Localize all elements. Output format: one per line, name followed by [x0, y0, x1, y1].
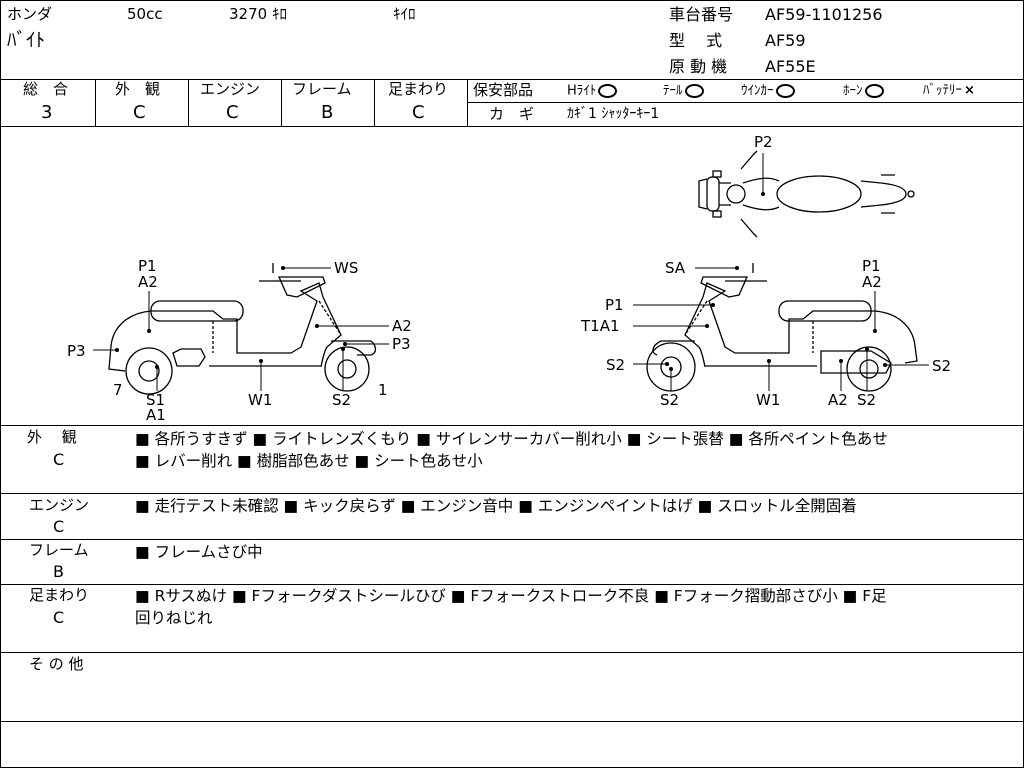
suspension-section-grade: C — [53, 608, 65, 627]
overall-grade: 3 — [41, 102, 53, 123]
ok-mark-icon — [864, 84, 884, 98]
diagram-label: T1A1 — [580, 317, 620, 335]
type-label: 型 式 — [669, 31, 723, 50]
diagram-label: S2 — [660, 391, 679, 409]
exterior-section-label: 外 観 — [27, 428, 77, 446]
overall-label: 総 合 — [23, 80, 69, 98]
diagram-label: P3 — [67, 342, 86, 360]
divider — [374, 79, 375, 126]
safety-item-tail: ﾃｰﾙ — [663, 84, 704, 98]
ok-mark-icon — [775, 84, 795, 98]
note-line: ■ Rサスぬけ ■ Fフォークダストシールひび ■ Fフォークストローク不良 ■… — [135, 587, 887, 605]
divider — [95, 79, 96, 126]
type-value: AF59 — [765, 31, 806, 50]
diagram-label: A2 — [862, 273, 882, 291]
divider — [1, 584, 1023, 585]
diagram-label: WS — [334, 259, 358, 277]
diagram-label: P1 — [138, 257, 157, 275]
frame-notes: ■ フレームさび中 — [135, 541, 1015, 563]
diagram-label: S2 — [606, 356, 625, 374]
diagram-label: SA — [665, 259, 686, 277]
diagram-label: S2 — [857, 391, 876, 409]
safety-label: 保安部品 — [473, 81, 534, 99]
exterior-label: 外 観 — [115, 80, 161, 98]
engine-section-grade: C — [53, 517, 65, 536]
mileage-unit: ｷｲﾛ — [393, 5, 416, 23]
divider — [1, 79, 1023, 80]
diagram-label: S2 — [932, 357, 951, 375]
key-label: カ ギ — [489, 105, 535, 123]
model-name: ﾊﾞｲﾄ — [7, 29, 46, 51]
scooter-left-view — [108, 263, 377, 395]
scooter-top-view — [698, 150, 915, 238]
suspension-label: 足まわり — [388, 80, 449, 98]
diagram-label: A2 — [828, 391, 848, 409]
frame-section-grade: B — [53, 562, 64, 581]
diagram-label: W1 — [248, 391, 272, 409]
engine-model: AF55E — [765, 57, 816, 76]
diagram-label: P1 — [605, 296, 624, 314]
diagram-label: W1 — [756, 391, 780, 409]
suspension-section-label: 足まわり — [29, 586, 90, 604]
frame-section-label: フレーム — [29, 541, 89, 559]
engine-notes: ■ 走行テスト未確認 ■ キック戻らず ■ エンジン音中 ■ エンジンペイントは… — [135, 495, 1015, 517]
other-section-label: そ の 他 — [29, 655, 84, 673]
diagram-label: S1 — [146, 391, 165, 409]
diagram-label: 1 — [378, 381, 388, 399]
diagram-label: A2 — [392, 317, 412, 335]
displacement: 50cc — [127, 5, 163, 23]
diagram-label: S2 — [332, 391, 351, 409]
exterior-notes: ■ 各所うすきず ■ ライトレンズくもり ■ サイレンサーカバー削れ小 ■ シー… — [135, 428, 1015, 472]
safety-item-horn: ﾎｰﾝ — [843, 84, 884, 98]
ng-mark-icon: × — [964, 83, 975, 98]
engine-grade: C — [226, 102, 239, 123]
suspension-grade: C — [412, 102, 425, 123]
key-value: ｶｷﾞ1 ｼｬｯﾀｰｷｰ1 — [567, 106, 660, 122]
frame-no: AF59-1101256 — [765, 5, 883, 24]
note-line: ■ 各所うすきず ■ ライトレンズくもり ■ サイレンサーカバー削れ小 ■ シー… — [135, 430, 888, 448]
mileage: 3270 ｷﾛ — [229, 5, 287, 23]
suspension-notes: ■ Rサスぬけ ■ Fフォークダストシールひび ■ Fフォークストローク不良 ■… — [135, 585, 1015, 629]
divider — [1, 126, 1023, 127]
frame-grade: B — [321, 102, 334, 123]
frame-label: フレーム — [292, 80, 352, 98]
note-line: ■ 走行テスト未確認 ■ キック戻らず ■ エンジン音中 ■ エンジンペイントは… — [135, 497, 857, 515]
note-line: 回りねじれ — [135, 609, 213, 627]
engine-section-label: エンジン — [29, 496, 90, 514]
note-line: ■ フレームさび中 — [135, 543, 263, 561]
diagram-label: P3 — [392, 335, 411, 353]
diagram-label: P2 — [754, 133, 773, 151]
exterior-grade: C — [133, 102, 146, 123]
safety-item-winker: ｳｲﾝｶｰ — [741, 84, 795, 98]
divider — [467, 79, 468, 126]
note-line: ■ レバー削れ ■ 樹脂部色あせ ■ シート色あせ小 — [135, 452, 483, 470]
divider — [1, 493, 1023, 494]
frame-no-label: 車台番号 — [669, 5, 734, 24]
safety-item-headlight: Hﾗｲﾄ — [567, 84, 618, 98]
damage-diagram: P2 P1 A2 WS A2 P3 P3 7 S1 A1 W1 S2 1 SA … — [67, 133, 951, 424]
divider — [1, 539, 1023, 540]
diagram-label: A1 — [146, 406, 166, 424]
divider — [1, 721, 1023, 722]
diagram-label: P1 — [862, 257, 881, 275]
exterior-section-grade: C — [53, 450, 65, 469]
divider — [1, 652, 1023, 653]
ok-mark-icon — [684, 84, 704, 98]
divider — [281, 79, 282, 126]
diagram-label: A2 — [138, 273, 158, 291]
divider — [1, 425, 1023, 426]
ok-mark-icon — [598, 84, 618, 98]
divider — [468, 102, 1023, 103]
maker: ホンダ — [7, 5, 53, 23]
engine-label: エンジン — [200, 80, 261, 98]
diagram-label: 7 — [113, 381, 123, 399]
engine-model-label: 原 動 機 — [669, 57, 728, 76]
safety-item-battery: ﾊﾞｯﾃﾘｰ× — [923, 83, 975, 98]
divider — [188, 79, 189, 126]
